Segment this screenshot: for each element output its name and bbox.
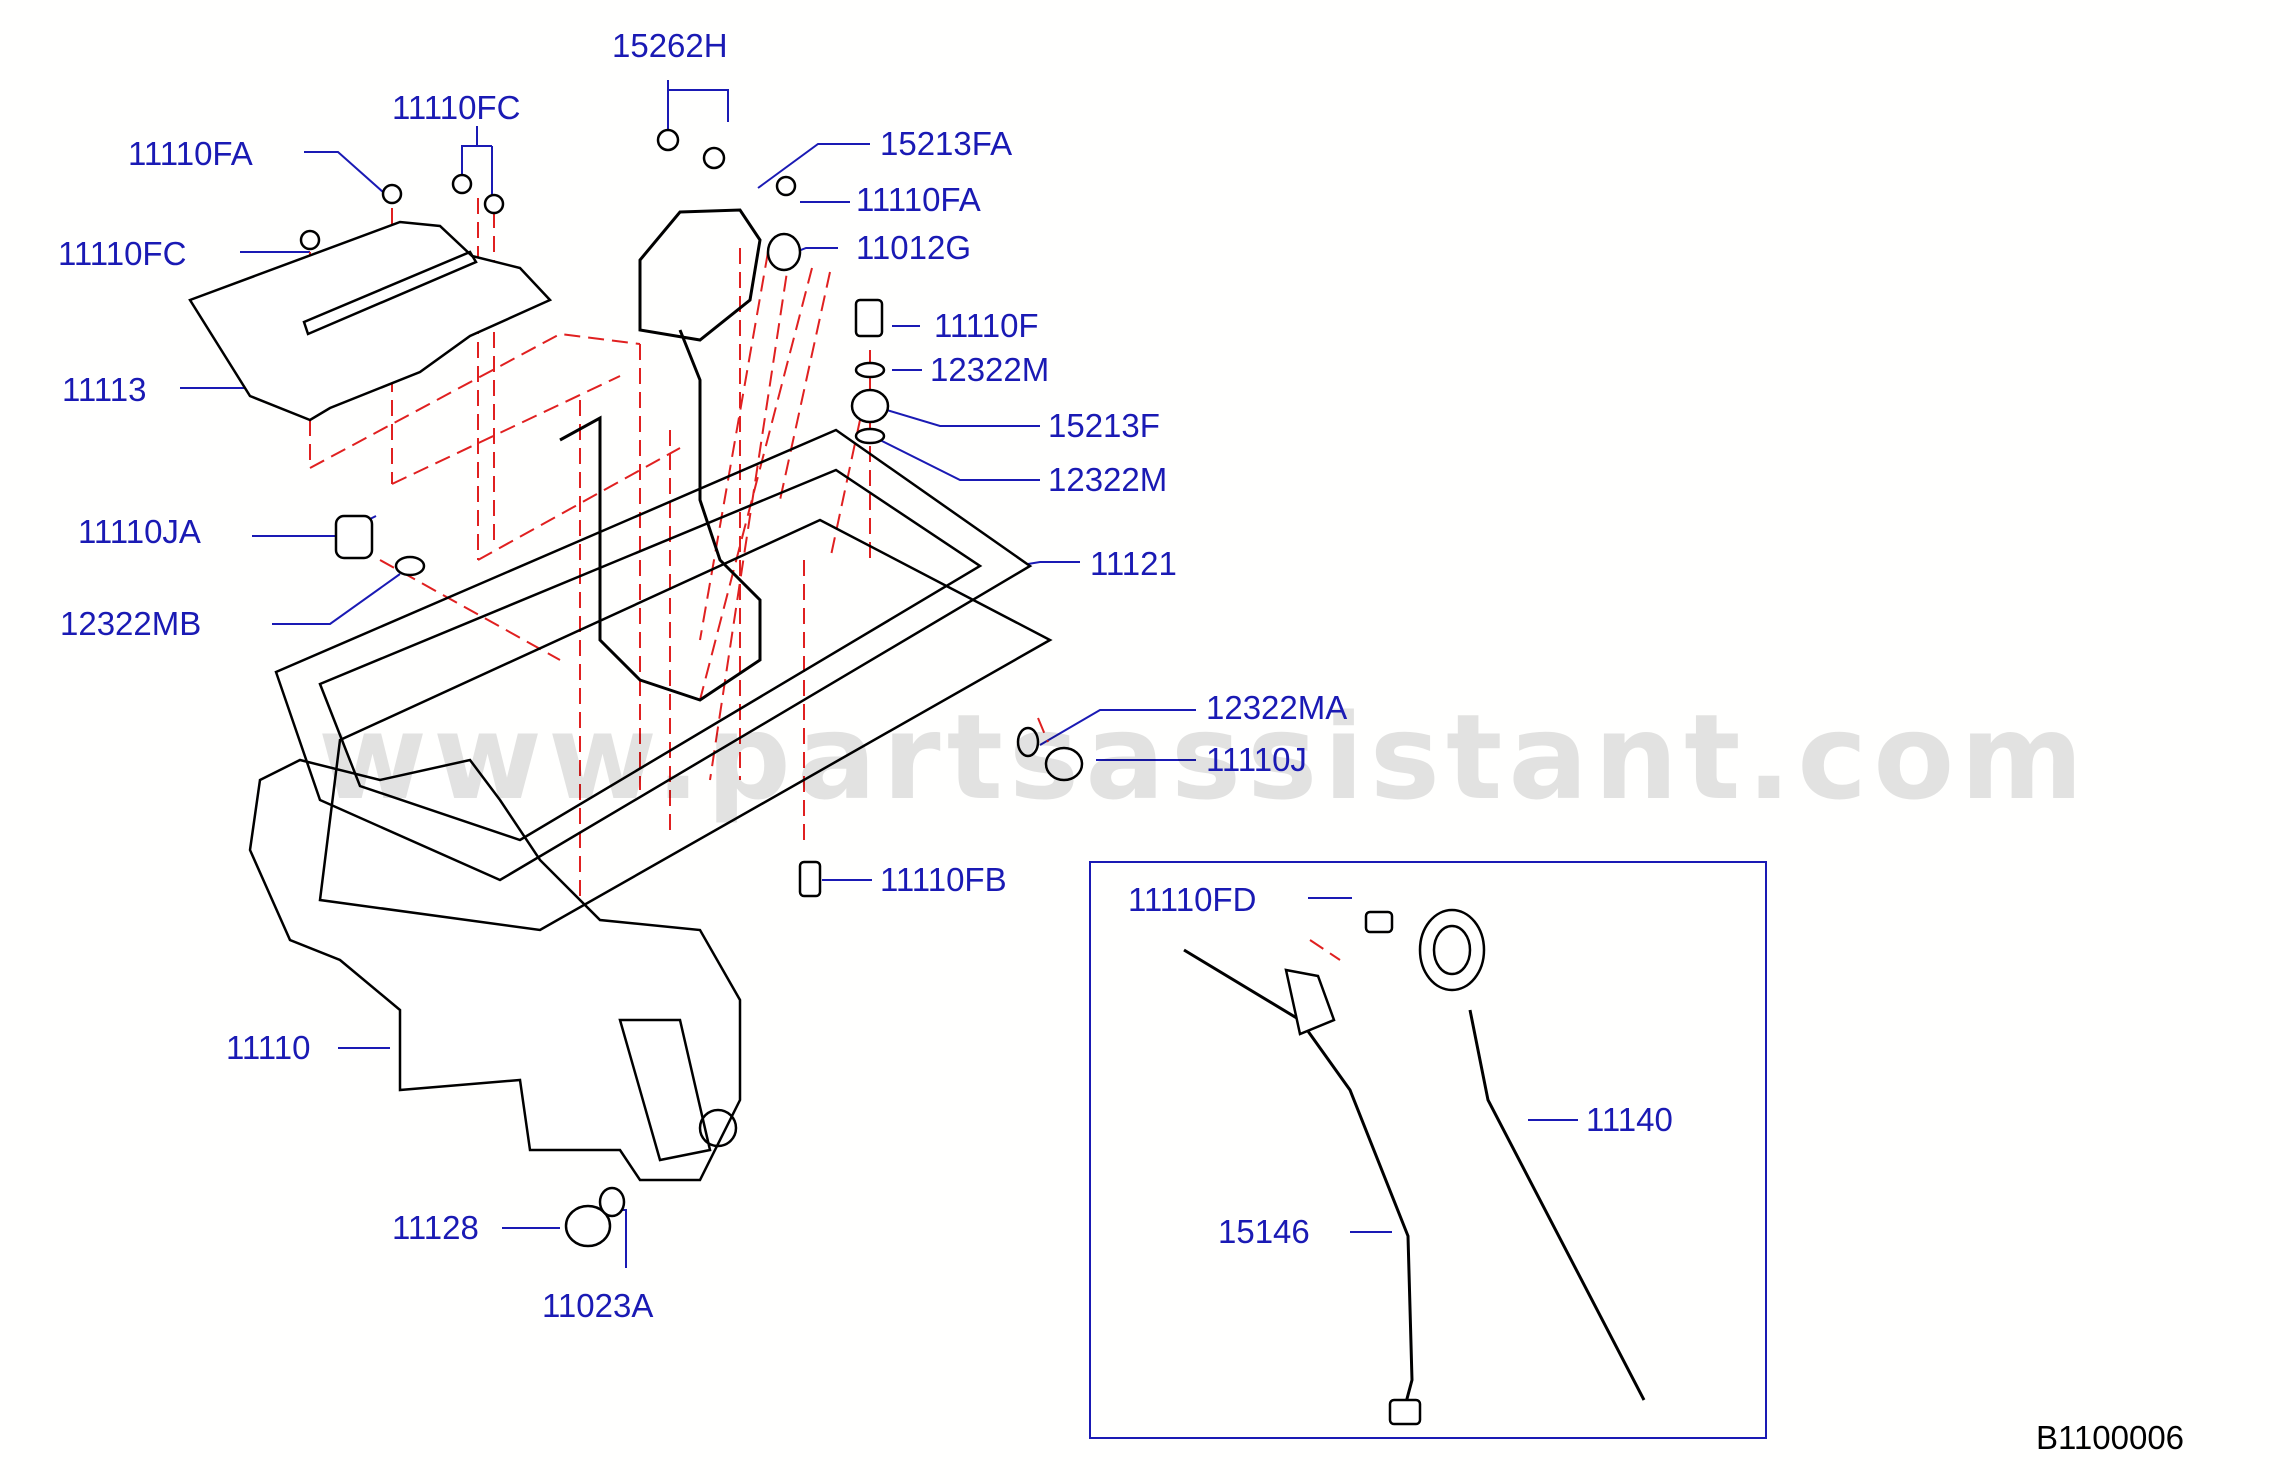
label-11110FA-left: 11110FA xyxy=(128,135,253,172)
label-12322M-top: 12322M xyxy=(930,351,1050,388)
label-15262H: 15262H xyxy=(612,27,728,64)
label-11023A: 11023A xyxy=(542,1287,654,1324)
label-12322MB: 12322MB xyxy=(60,605,202,642)
label-12322MA: 12322MA xyxy=(1206,689,1348,726)
label-15146: 15146 xyxy=(1218,1213,1310,1250)
dipstick-11140 xyxy=(1468,1009,1646,1401)
oil-pickup-tube xyxy=(559,329,762,702)
oil-pan-gasket-11121 xyxy=(274,428,1033,882)
label-11110FA-right: 11110FA xyxy=(856,181,981,218)
label-11140: 11140 xyxy=(1586,1101,1673,1138)
label-11110FB: 11110FB xyxy=(880,861,1007,898)
dipstick-tube-15146 xyxy=(1183,948,1414,1411)
leader-lines xyxy=(180,80,1767,1439)
part-outlines xyxy=(188,128,1646,1426)
label-11128: 11128 xyxy=(392,1209,479,1246)
label-12322M-bottom: 12322M xyxy=(1048,461,1168,498)
label-11110FD: 11110FD xyxy=(1128,881,1257,918)
label-15213F: 15213F xyxy=(1048,407,1160,444)
label-11110: 11110 xyxy=(226,1029,311,1066)
oil-pan-11110 xyxy=(248,758,742,1182)
label-15213FA: 15213FA xyxy=(880,125,1013,162)
label-11110J: 11110J xyxy=(1206,741,1307,778)
label-11110F: 11110F xyxy=(934,307,1039,344)
label-11110JA: 11110JA xyxy=(78,513,201,550)
label-11110FC-left: 11110FC xyxy=(58,235,187,272)
heat-shield-11113 xyxy=(188,220,553,422)
inset-frame xyxy=(1089,861,1767,1439)
label-11113: 11113 xyxy=(62,371,147,408)
watermark: www.partsassistant.com xyxy=(318,688,2090,826)
label-11121: 11121 xyxy=(1090,545,1177,582)
label-11110FC-top: 11110FC xyxy=(392,89,521,126)
label-11012G: 11012G xyxy=(856,229,971,266)
diagram-reference-number: B1100006 xyxy=(2036,1419,2185,1456)
